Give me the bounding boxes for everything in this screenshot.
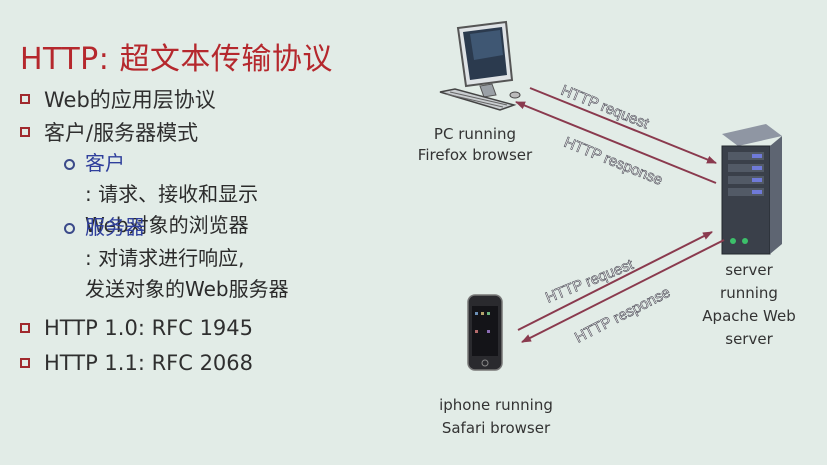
square-bullet-icon bbox=[20, 94, 30, 104]
square-bullet-icon bbox=[20, 323, 30, 333]
bottom-response-label: HTTP response bbox=[572, 284, 673, 347]
title-rest: 超文本传输协议 bbox=[119, 42, 333, 77]
top-response-arrow bbox=[515, 101, 717, 184]
sub-bullet-server: 服务器 : 对请求进行响应, 发送对象的Web服务器 bbox=[64, 212, 289, 305]
title-colon: : bbox=[98, 42, 110, 77]
sub-bullet-head: 服务器 bbox=[85, 215, 145, 239]
iphone-label: iphone running Safari browser bbox=[416, 394, 576, 440]
sub-bullet-line1: : 对请求进行响应, bbox=[85, 246, 245, 270]
sub-bullet-line2: Web对象的浏览器 bbox=[85, 213, 249, 237]
bullet-web-protocol: Web的应用层协议 bbox=[20, 84, 216, 114]
iphone-label-line2: Safari browser bbox=[441, 419, 551, 437]
bullet-text: Web的应用层协议 bbox=[44, 88, 216, 112]
sub-bullet-line2: 发送对象的Web服务器 bbox=[85, 277, 289, 301]
circle-bullet-icon bbox=[64, 223, 75, 234]
iphone-icon bbox=[467, 294, 503, 371]
top-request-arrow bbox=[529, 87, 717, 164]
bullet-http-1-1: HTTP 1.1: RFC 2068 bbox=[20, 351, 253, 375]
bullet-client-server: 客户/服务器模式 bbox=[20, 117, 198, 147]
iphone-label-line1: iphone running bbox=[439, 396, 553, 414]
bullet-http-1-0: HTTP 1.0: RFC 1945 bbox=[20, 316, 253, 340]
server-label-line2: running bbox=[720, 284, 778, 302]
pc-label-line2: Firefox browser bbox=[417, 146, 533, 164]
slide-title: HTTP: 超文本传输协议 bbox=[20, 34, 333, 78]
bullet-text: HTTP 1.0: RFC 1945 bbox=[44, 316, 254, 340]
sub-bullet-head: 客户 bbox=[85, 151, 125, 175]
square-bullet-icon bbox=[20, 358, 30, 368]
bullet-text: HTTP 1.1: RFC 2068 bbox=[44, 351, 254, 375]
pc-label-line1: PC running bbox=[433, 125, 517, 143]
sub-bullet-client: 客户 : 请求、接收和显示 Web对象的浏览器 bbox=[64, 148, 258, 241]
bottom-request-label: HTTP request bbox=[543, 256, 636, 307]
pc-label: PC running Firefox browser bbox=[400, 124, 550, 166]
server-label-line3: Apache Web bbox=[702, 307, 796, 325]
bottom-response-arrow bbox=[521, 239, 725, 343]
sub-bullet-line1: : 请求、接收和显示 bbox=[85, 182, 259, 206]
square-bullet-icon bbox=[20, 127, 30, 137]
server-icon bbox=[721, 124, 782, 255]
server-label-line4: server bbox=[725, 330, 773, 348]
server-label-line1: server bbox=[725, 261, 773, 279]
server-label: server running Apache Web server bbox=[684, 259, 814, 351]
pc-icon bbox=[439, 20, 521, 111]
bullet-text: 客户/服务器模式 bbox=[44, 121, 199, 145]
bottom-request-arrow bbox=[517, 231, 713, 331]
circle-bullet-icon bbox=[64, 159, 75, 170]
title-prefix: HTTP bbox=[20, 42, 99, 77]
